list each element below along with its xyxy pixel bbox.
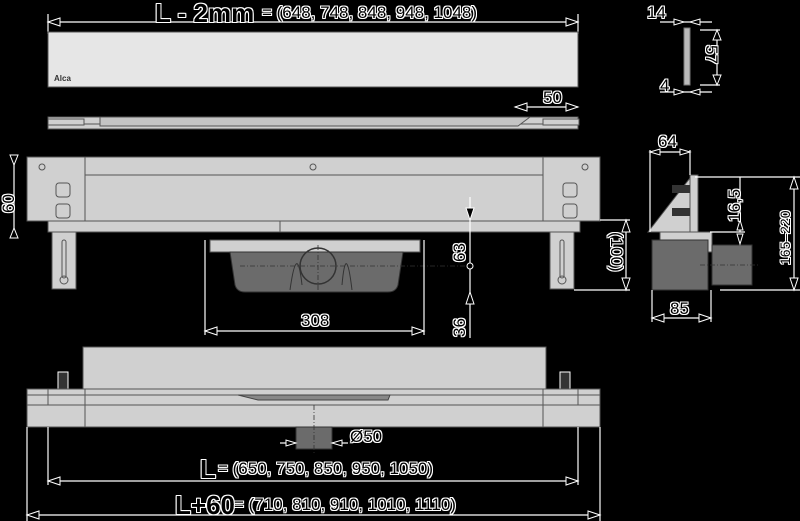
profile-bottom-label: 4 [660, 76, 670, 95]
clearance-label: 36 [450, 318, 469, 337]
brand-logo: Alca [54, 74, 71, 83]
front-view-dimensions [9, 154, 631, 338]
channel-front-view [26, 156, 601, 293]
grate-profile [660, 18, 722, 96]
outlet-center-label: 63 [450, 243, 469, 262]
grate-length-values: = (648, 748, 848, 948, 1048) [262, 3, 478, 22]
length-label: L [200, 454, 216, 484]
outlet-diameter-label: Ø50 [350, 427, 383, 446]
grate-length-label: L - 2mm [155, 0, 255, 28]
side-top-width-label: 64 [658, 132, 677, 151]
total-length-values: = (710, 810, 910, 1010, 1110) [234, 495, 456, 514]
side-bottom-width-label: 85 [670, 299, 689, 318]
profile-height-label: 57 [702, 45, 721, 64]
leg-height-label: (100) [607, 232, 626, 272]
total-length-label: L+60 [175, 490, 235, 520]
frame-height-label: 60 [0, 194, 18, 213]
channel-bottom-view [25, 346, 602, 521]
flange-height-label: 16,5 [725, 188, 744, 222]
channel-side-view [646, 148, 800, 323]
profile-width-label: 14 [647, 3, 666, 22]
total-height-label: 165–220 [777, 210, 793, 265]
flange-dim-label: 50 [543, 88, 562, 107]
length-values: = (650, 750, 850, 950, 1050) [218, 459, 434, 478]
grate-top-view [46, 14, 580, 88]
drain-width-label: 308 [301, 311, 330, 330]
grate-side-strip [47, 102, 580, 130]
